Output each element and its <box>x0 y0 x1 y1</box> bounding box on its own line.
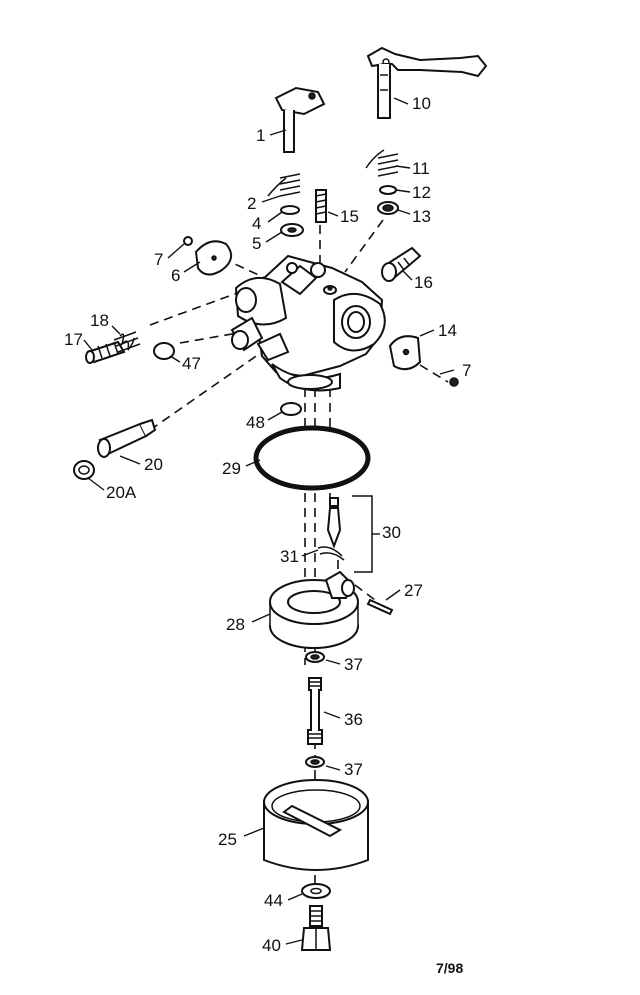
label-part-16: 16 <box>414 273 433 292</box>
label-part-40: 40 <box>262 936 281 955</box>
needle-valve-part-30 <box>317 495 373 573</box>
label-part-12: 12 <box>412 183 431 202</box>
part-number-labels: 1 2 4 5 7 6 10 11 12 13 15 16 14 7 18 17… <box>64 94 471 955</box>
label-part-5: 5 <box>252 234 261 253</box>
choke-shaft-part-1 <box>274 86 326 153</box>
seat-part-48 <box>280 402 302 416</box>
label-part-17: 17 <box>64 330 83 349</box>
label-part-29: 29 <box>222 459 241 478</box>
bowl-nut-part-40 <box>300 905 332 951</box>
washer-part-37-lower <box>305 756 325 768</box>
choke-plate-part-6 <box>183 236 233 276</box>
label-part-4: 4 <box>252 214 261 233</box>
fuel-bowl-part-25 <box>263 779 369 871</box>
label-part-10: 10 <box>412 94 431 113</box>
carburetor-body <box>230 254 386 392</box>
throttle-spring-and-seals <box>365 149 399 215</box>
float-part-28 <box>269 570 359 649</box>
label-part-25: 25 <box>218 830 237 849</box>
float-pin-part-27 <box>366 598 394 616</box>
label-part-44: 44 <box>264 891 283 910</box>
fuel-inlet-part-16 <box>381 246 422 282</box>
label-part-2: 2 <box>247 194 256 213</box>
jet-stem-part-36 <box>307 677 323 745</box>
leader-lines <box>83 97 455 945</box>
throttle-lever-part-10 <box>366 46 488 119</box>
label-part-18: 18 <box>90 311 109 330</box>
bowl-gasket-part-29 <box>253 425 371 491</box>
label-part-1: 1 <box>256 126 265 145</box>
welch-plug-part-47 <box>153 342 175 360</box>
label-part-14: 14 <box>438 321 457 340</box>
label-part-20: 20 <box>144 455 163 474</box>
label-part-27: 27 <box>404 581 423 600</box>
label-part-28: 28 <box>226 615 245 634</box>
idle-mixture-screw-part-17 <box>85 331 141 364</box>
label-part-36: 36 <box>344 710 363 729</box>
main-nozzle-part-20 <box>73 418 157 480</box>
label-part-37-lower: 37 <box>344 760 363 779</box>
label-part-37-upper: 37 <box>344 655 363 674</box>
label-part-6: 6 <box>171 266 180 285</box>
date-code: 7/98 <box>436 960 463 976</box>
label-part-20a: 20A <box>106 483 137 502</box>
washer-part-37-upper <box>305 651 325 663</box>
choke-plate-part-14 <box>388 335 459 387</box>
label-part-11: 11 <box>412 159 430 178</box>
label-part-13: 13 <box>412 207 431 226</box>
label-part-47: 47 <box>182 354 201 373</box>
label-part-7-bottom: 7 <box>462 361 471 380</box>
label-part-30: 30 <box>382 523 401 542</box>
label-part-48: 48 <box>246 413 265 432</box>
washer-part-44 <box>301 883 331 899</box>
label-part-15: 15 <box>340 207 359 226</box>
choke-spring-and-seals <box>267 173 304 237</box>
label-part-31: 31 <box>280 547 299 566</box>
label-part-7-top: 7 <box>154 250 163 269</box>
idle-screw-part-15 <box>315 189 327 223</box>
